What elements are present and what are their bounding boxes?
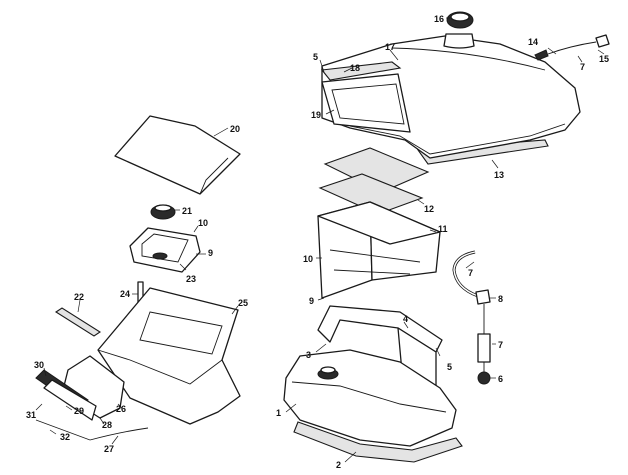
callout-7-mid: 7 (468, 268, 473, 278)
leader-lines (35, 17, 605, 463)
fuel-tank-seam (291, 381, 447, 413)
storage-tray-drain (152, 252, 168, 260)
callout-8: 8 (498, 294, 503, 304)
seat-cushion-edge (349, 123, 566, 155)
gas-cap-top (450, 12, 470, 22)
console-housing-edge (97, 349, 223, 385)
storage-box-divider (329, 249, 421, 275)
callout-11: 11 (438, 224, 448, 234)
headlight-lens (43, 379, 97, 421)
callout-18: 18 (350, 63, 360, 73)
callout-10-left: 10 (198, 218, 208, 228)
callout-16: 16 (434, 14, 444, 24)
callout-19: 19 (311, 110, 321, 120)
lid-cap-top (154, 204, 172, 212)
callout-labels: 1 2 3 4 5 5 6 7 7 7 8 9 9 10 10 11 12 13… (26, 14, 609, 470)
callout-28: 28 (102, 420, 112, 430)
primer-bulb (477, 371, 491, 385)
callout-30: 30 (34, 360, 44, 370)
elbow-fitting (475, 289, 491, 305)
callout-5-upper: 5 (313, 52, 318, 62)
storage-lid-edge (199, 157, 229, 195)
callout-24: 24 (120, 289, 130, 299)
fuel-filler-neck (443, 33, 475, 49)
callout-2: 2 (336, 460, 341, 470)
callout-23: 23 (186, 274, 196, 284)
storage-tray-inner (141, 233, 189, 263)
fuel-hose-inner (453, 251, 479, 297)
storage-box-top (317, 201, 441, 245)
callout-14: 14 (528, 37, 538, 47)
console-housing (97, 287, 241, 425)
storage-tray (129, 227, 201, 273)
callout-27: 27 (104, 444, 114, 454)
harness-wire (89, 427, 149, 441)
callout-3: 3 (306, 350, 311, 360)
tank-pad (293, 421, 463, 463)
callout-12: 12 (424, 204, 434, 214)
callout-7-top: 7 (580, 62, 585, 72)
callout-22: 22 (74, 292, 84, 302)
callout-13: 13 (494, 170, 504, 180)
callout-32: 32 (60, 432, 70, 442)
callout-10-right: 10 (303, 254, 313, 264)
callout-17: 17 (385, 42, 395, 52)
callout-7-low: 7 (498, 340, 503, 350)
seat-front-trim (320, 61, 402, 81)
callout-5-lower: 5 (447, 362, 452, 372)
fuel-tank-neck-top (320, 366, 336, 374)
callout-9-left: 9 (208, 248, 213, 258)
callout-15: 15 (599, 54, 609, 64)
hose-line-top (547, 41, 597, 55)
callout-20: 20 (230, 124, 240, 134)
callout-4: 4 (403, 314, 408, 324)
fuel-filter (477, 333, 491, 363)
callout-9-right: 9 (309, 296, 314, 306)
callout-26: 26 (116, 404, 126, 414)
callout-31: 31 (26, 410, 36, 420)
trim-strip (54, 307, 102, 337)
vent-fitting (595, 34, 610, 48)
storage-lid (114, 115, 241, 195)
console-housing-opening (139, 311, 223, 355)
callout-6: 6 (498, 374, 503, 384)
callout-1: 1 (276, 408, 281, 418)
callout-25: 25 (238, 298, 248, 308)
seat-cushion-ridge (391, 47, 546, 71)
hose-clip (534, 49, 549, 61)
callout-29: 29 (74, 406, 84, 416)
seat-storage-tray-inner (331, 83, 405, 125)
callout-21: 21 (182, 206, 192, 216)
